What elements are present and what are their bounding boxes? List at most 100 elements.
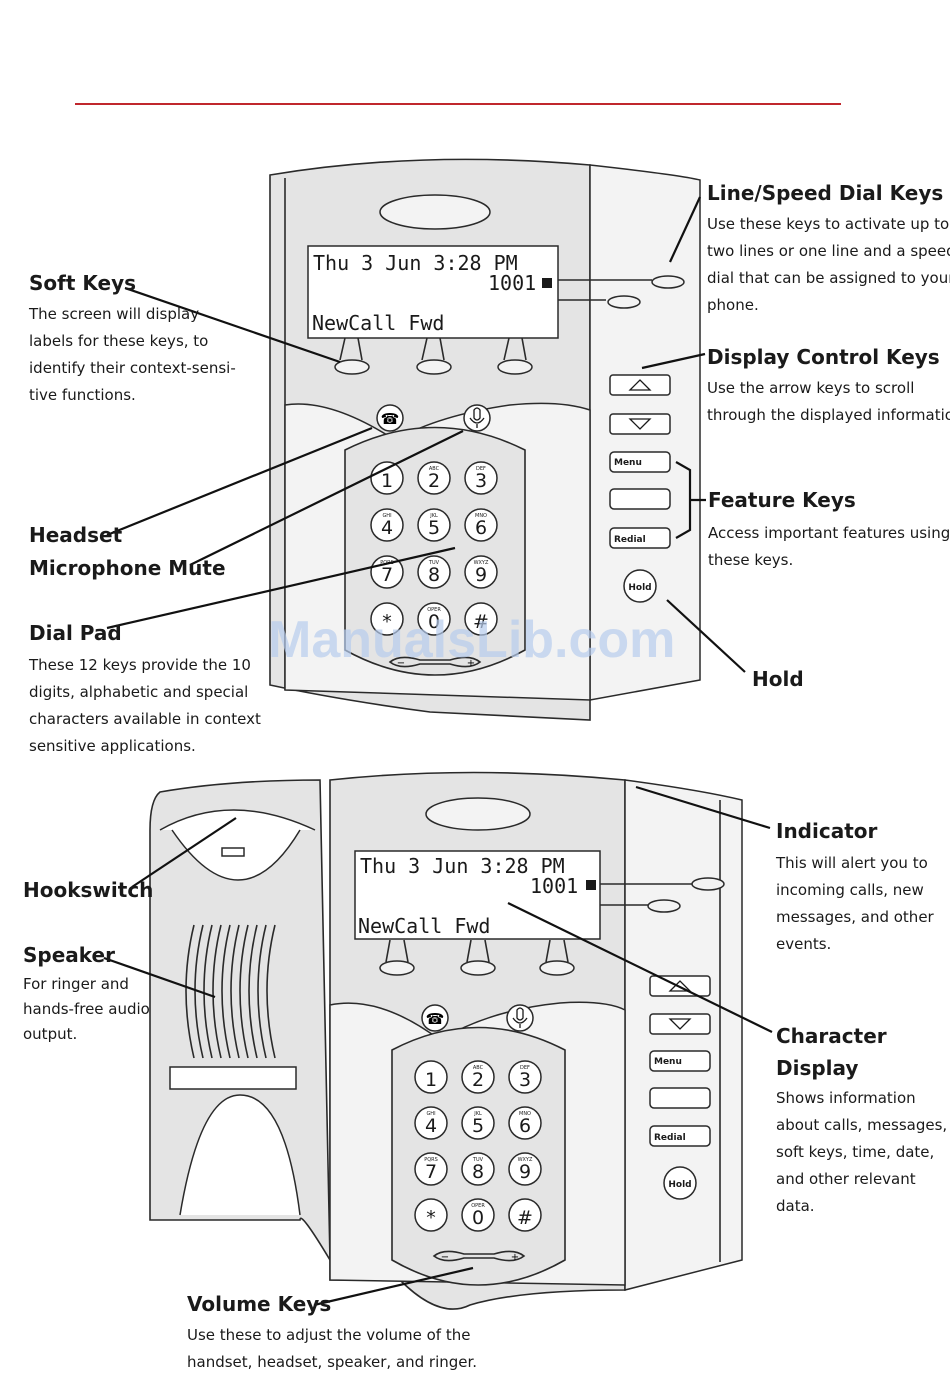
top-hold-key[interactable] (623, 569, 657, 603)
callout-character-display-line: soft keys, time, date, (776, 1143, 934, 1161)
leader-lines (103, 196, 773, 1307)
top-dialpad-key-4[interactable] (370, 508, 404, 542)
bottom-dialpad-key-digit: 1 (425, 1069, 437, 1091)
bottom-mute-button[interactable] (506, 1004, 534, 1032)
top-mute-button[interactable] (463, 404, 491, 432)
top-dialpad-key-digit: * (382, 611, 392, 633)
callout-indicator-line: messages, and other (776, 908, 935, 926)
speaker-grille-slot (248, 924, 258, 1059)
bottom-dialpad-key-hash[interactable] (508, 1198, 542, 1232)
top-volume-keys[interactable] (388, 656, 482, 668)
bottom-dialpad-key-2[interactable] (461, 1060, 495, 1094)
top-feature-key[interactable] (609, 488, 671, 510)
top-redial-key[interactable] (609, 527, 671, 549)
leader-volume-keys (313, 1266, 474, 1307)
top-dialpad-key-1[interactable] (370, 461, 404, 495)
speaker-grille-slot (230, 924, 240, 1059)
callout-indicator-line: events. (776, 935, 831, 953)
callout-hold-title: Hold (752, 667, 804, 691)
bottom-dialpad-key-digit: 6 (519, 1115, 531, 1137)
top-soft-keys (334, 337, 533, 375)
bottom-redial-key[interactable] (649, 1125, 711, 1147)
top-dialpad-key-7[interactable] (370, 555, 404, 589)
bottom-menu-key[interactable] (649, 1050, 711, 1072)
bottom-dialpad-key-9[interactable] (508, 1152, 542, 1186)
callout-character-display-title: Character (776, 1024, 887, 1048)
callout-volume-keys-title: Volume Keys (187, 1292, 331, 1316)
top-soft-key-2[interactable] (416, 359, 452, 375)
callout-dial-pad-line: These 12 keys provide the 10 (28, 656, 251, 674)
top-soft-key-3[interactable] (497, 359, 533, 375)
top-menu-key[interactable] (609, 451, 671, 473)
callout-line-speed-dial-line: dial that can be assigned to your (707, 269, 950, 287)
top-dialpad-key-3[interactable] (464, 461, 498, 495)
bottom-dialpad-key-letters: TUV (472, 1157, 484, 1163)
top-dialpad-key-letters: ABC (429, 466, 440, 472)
top-dialpad-key-2[interactable] (417, 461, 451, 495)
top-dialpad-key-letters: MNO (475, 513, 487, 519)
bottom-scroll-down-key[interactable] (649, 1013, 711, 1035)
speaker-grille-slot (257, 924, 267, 1059)
leader-soft-keys (124, 286, 341, 364)
top-dialpad-key-8[interactable] (417, 555, 451, 589)
bottom-dialpad-key-letters: MNO (519, 1111, 531, 1117)
top-up-arrow-icon (628, 379, 652, 391)
bottom-volume-keys[interactable] (432, 1250, 526, 1262)
bottom-hold-key[interactable] (663, 1166, 697, 1200)
bottom-menu-label: Menu (654, 1057, 682, 1067)
bottom-dialpad-key-digit: 3 (519, 1069, 531, 1091)
top-soft-key-1[interactable] (334, 359, 370, 375)
top-dialpad-key-hash[interactable] (464, 602, 498, 636)
bottom-soft-keys (379, 939, 575, 976)
top-line-key-1[interactable] (651, 275, 685, 289)
callout-character-display-line: about calls, messages, (776, 1116, 947, 1134)
top-headset-button[interactable] (376, 404, 404, 432)
top-dialpad-key-9[interactable] (464, 555, 498, 589)
bottom-headset-button[interactable] (421, 1004, 449, 1032)
bottom-dialpad-key-digit: 7 (425, 1161, 437, 1183)
top-dialpad-key-6[interactable] (464, 508, 498, 542)
bottom-dialpad-key-1[interactable] (414, 1060, 448, 1094)
top-dialpad-key-digit: 3 (475, 470, 487, 492)
bottom-volume-down-icon: − (441, 1252, 449, 1263)
top-scroll-up-key[interactable] (609, 374, 671, 396)
top-dialpad-key-digit: 4 (381, 517, 393, 539)
bottom-dialpad-key-letters: PQRS (424, 1157, 438, 1163)
top-line-key-2[interactable] (607, 295, 641, 309)
top-hold-label: Hold (628, 583, 651, 593)
bottom-line-key-1[interactable] (691, 877, 725, 891)
bottom-dialpad-key-0[interactable] (461, 1198, 495, 1232)
bottom-dialpad-key-star[interactable] (414, 1198, 448, 1232)
bottom-dialpad-key-8[interactable] (461, 1152, 495, 1186)
callout-character-display-line: data. (776, 1197, 815, 1215)
bottom-soft-key-1[interactable] (379, 960, 415, 976)
top-dialpad-key-digit: 7 (381, 564, 393, 586)
callouts: Line/Speed Dial Keys Use these keys to a… (23, 181, 950, 1371)
bottom-dialpad-key-7[interactable] (414, 1152, 448, 1186)
top-dialpad-key-star[interactable] (370, 602, 404, 636)
top-scroll-down-key[interactable] (609, 413, 671, 435)
bottom-dialpad-key-4[interactable] (414, 1106, 448, 1140)
bottom-soft-key-2[interactable] (460, 960, 496, 976)
callout-speaker-title: Speaker (23, 943, 115, 967)
leader-display-control (641, 352, 706, 370)
top-mute-icon (469, 407, 485, 428)
bottom-line-key-2[interactable] (647, 899, 681, 913)
top-character-display (307, 245, 559, 339)
bottom-dialpad-key-digit: 9 (519, 1161, 531, 1183)
top-dialpad-key-0[interactable] (417, 602, 451, 636)
bottom-indicator-oval (425, 797, 531, 831)
bottom-dialpad-key-3[interactable] (508, 1060, 542, 1094)
top-dialpad-key-letters: TUV (428, 560, 440, 566)
bottom-feature-key[interactable] (649, 1087, 711, 1109)
bottom-character-display (354, 850, 601, 940)
bottom-soft-key-3[interactable] (539, 960, 575, 976)
bottom-dialpad-key-6[interactable] (508, 1106, 542, 1140)
top-dialpad-key-5[interactable] (417, 508, 451, 542)
callout-speaker-line: output. (23, 1025, 77, 1043)
bottom-dialpad-key-5[interactable] (461, 1106, 495, 1140)
